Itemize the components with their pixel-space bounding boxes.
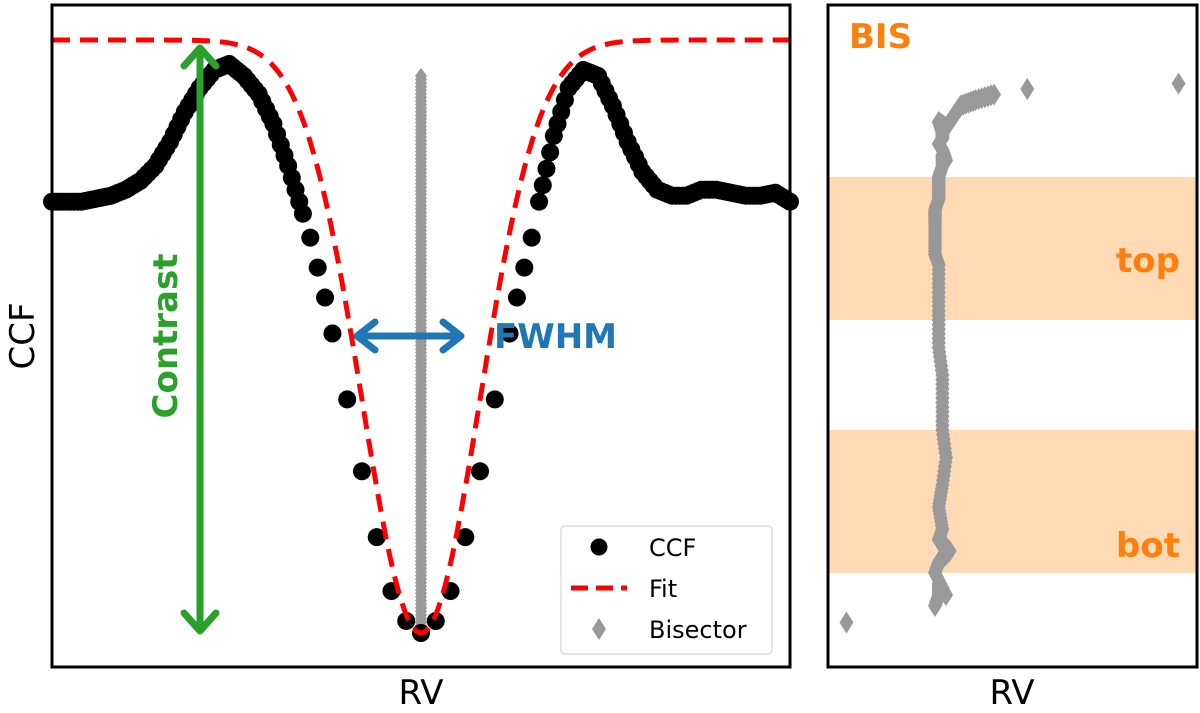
- ccf-point: [338, 390, 357, 409]
- legend-ccf-marker-icon: [590, 538, 608, 556]
- main-x-axis-label: RV: [398, 673, 443, 713]
- ccf-point: [471, 462, 490, 481]
- bisector-point: [987, 83, 1002, 106]
- ccf-point: [352, 462, 371, 481]
- ccf-point: [515, 258, 534, 277]
- bisector-bands: [828, 177, 1197, 573]
- ccf-point: [500, 324, 519, 343]
- contrast-label: Contrast: [146, 254, 186, 419]
- ccf-point: [323, 324, 342, 343]
- contrast-arrowhead-down-icon: [180, 609, 220, 635]
- ccf-point: [533, 176, 552, 195]
- ccf-point: [507, 288, 526, 307]
- main-axes-frame: [50, 3, 792, 669]
- bisector-series: [839, 72, 1186, 634]
- legend-fit-label: Fit: [649, 575, 677, 603]
- legend-bisector-marker-icon: [592, 618, 606, 640]
- bisector-band-bot: [828, 430, 1197, 573]
- bisector-point: [839, 611, 854, 634]
- legend-box: [560, 525, 773, 655]
- ccf-point: [485, 390, 504, 409]
- ccf-point: [397, 612, 416, 631]
- bisector-point: [1171, 72, 1186, 95]
- bisector-point: [1020, 78, 1035, 100]
- ccf-point: [367, 528, 386, 547]
- bisector-x-axis-label: RV: [989, 673, 1034, 713]
- fit-line: [52, 37, 790, 636]
- bot-band-label: bot: [1116, 526, 1180, 566]
- bisector-panel: RV BIS top bot: [826, 3, 1199, 713]
- ccf-point: [537, 159, 556, 178]
- ccf-point: [530, 192, 549, 211]
- fwhm-arrowhead-left-icon: [353, 318, 379, 354]
- fwhm-arrow: [353, 318, 465, 354]
- ccf-point: [308, 258, 327, 277]
- contrast-arrowhead-up-icon: [180, 44, 220, 70]
- legend: CCF Fit Bisector: [560, 525, 773, 655]
- bisector-band-top: [828, 177, 1197, 320]
- ccf-point: [316, 288, 335, 307]
- ccf-point: [456, 528, 475, 547]
- ccf-series: [43, 54, 799, 642]
- fwhm-label: FWHM: [494, 317, 617, 357]
- bisector-axes-frame: [826, 3, 1199, 669]
- ccf-point: [522, 228, 541, 247]
- contrast-arrow: [180, 44, 220, 635]
- top-band-label: top: [1116, 241, 1180, 281]
- main-bisector-series: [415, 67, 427, 641]
- ccf-point: [426, 612, 445, 631]
- ccf-point: [301, 228, 320, 247]
- fwhm-arrowhead-right-icon: [439, 318, 465, 354]
- legend-ccf-label: CCF: [649, 534, 696, 562]
- bis-title-label: BIS: [849, 17, 912, 57]
- main-plot-area: [43, 37, 799, 642]
- main-bisector-point: [415, 67, 427, 84]
- ccf-point: [541, 143, 560, 162]
- ccf-point: [293, 204, 312, 223]
- main-panel: RV CCF Contrast FWHM CCF Fit Bisector: [3, 3, 799, 713]
- main-y-axis-label: CCF: [3, 302, 43, 369]
- bisector-plot-area: [839, 72, 1186, 634]
- legend-bisector-label: Bisector: [649, 616, 747, 644]
